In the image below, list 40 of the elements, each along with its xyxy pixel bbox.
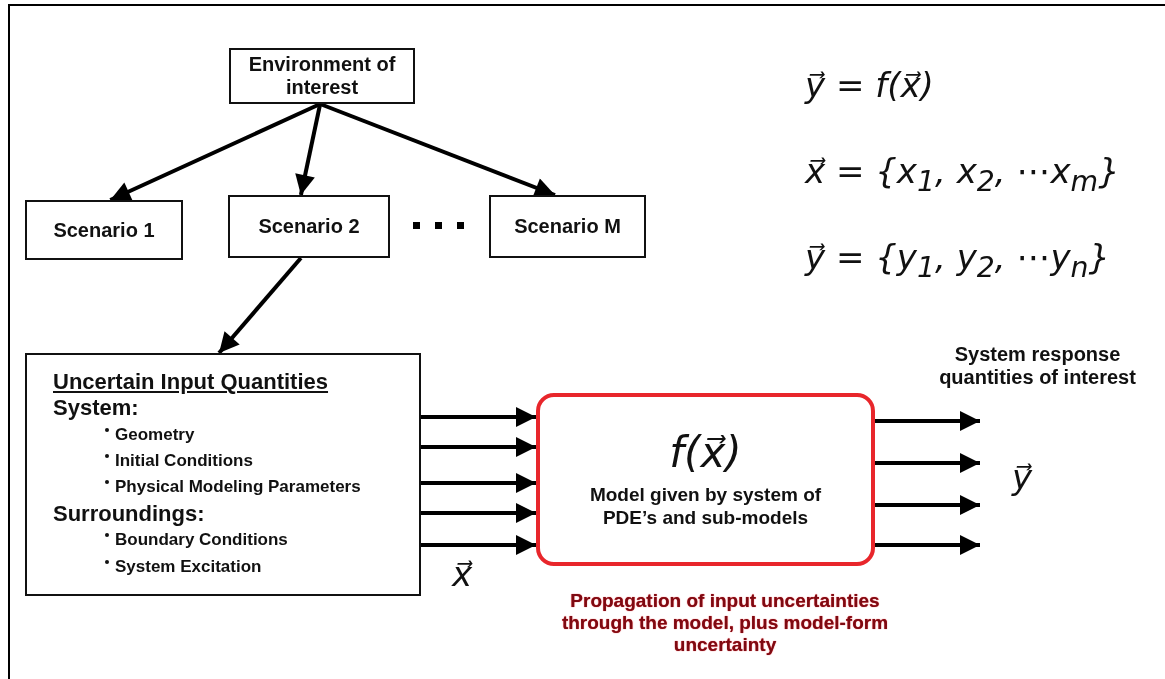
arrow — [875, 495, 980, 515]
process-box — [229, 48, 415, 104]
heading: Uncertain Input Quantities — [53, 369, 329, 396]
list-item: System Excitation — [115, 555, 262, 578]
math-expression: x⃗ — [452, 555, 473, 595]
formula: f(x⃗) — [669, 429, 742, 476]
process-box — [228, 195, 390, 258]
list-item: Initial Conditions — [115, 450, 253, 473]
arrow — [421, 407, 536, 427]
arrow — [875, 535, 980, 555]
arrow — [319, 102, 556, 198]
model-description: Model given by system of PDE’s and sub-models — [588, 483, 823, 530]
model-box — [536, 393, 875, 566]
box-label: Scenario 2 — [258, 215, 360, 238]
arrow — [109, 102, 321, 202]
list-item: Geometry — [115, 423, 195, 446]
math-expression: y⃗ — [1012, 458, 1033, 498]
box-label: Scenario M — [514, 215, 621, 238]
arrow — [421, 473, 536, 493]
box-label: Environment of interest — [247, 53, 397, 99]
arrow — [421, 535, 536, 555]
box-label: Scenario 1 — [53, 218, 155, 242]
arrow — [875, 411, 980, 431]
math-expression: x⃗ = {x$_{1}$, x$_{2}$, ⋯x$_{m}$} — [805, 152, 1120, 199]
process-box — [25, 353, 421, 596]
section-heading: Surroundings: — [53, 500, 205, 528]
arrow — [421, 437, 536, 457]
section-heading: System: — [53, 395, 139, 422]
list-item: Boundary Conditions — [115, 529, 288, 552]
arrow — [875, 453, 980, 473]
note: Propagation of input uncertainties through the model, plus model-form uncertainty — [560, 590, 890, 656]
arrow — [295, 103, 323, 196]
list-item: Physical Modeling Parameters — [115, 476, 361, 499]
arrow — [217, 256, 303, 355]
caption: System response quantities of interest — [938, 343, 1137, 389]
math-expression: y⃗ = {y$_{1}$, y$_{2}$, ⋯y$_{n}$} — [805, 238, 1111, 285]
math-expression: y⃗ = f(x⃗) — [805, 66, 934, 106]
arrow — [421, 503, 536, 523]
process-box — [25, 200, 183, 260]
process-box — [489, 195, 646, 258]
